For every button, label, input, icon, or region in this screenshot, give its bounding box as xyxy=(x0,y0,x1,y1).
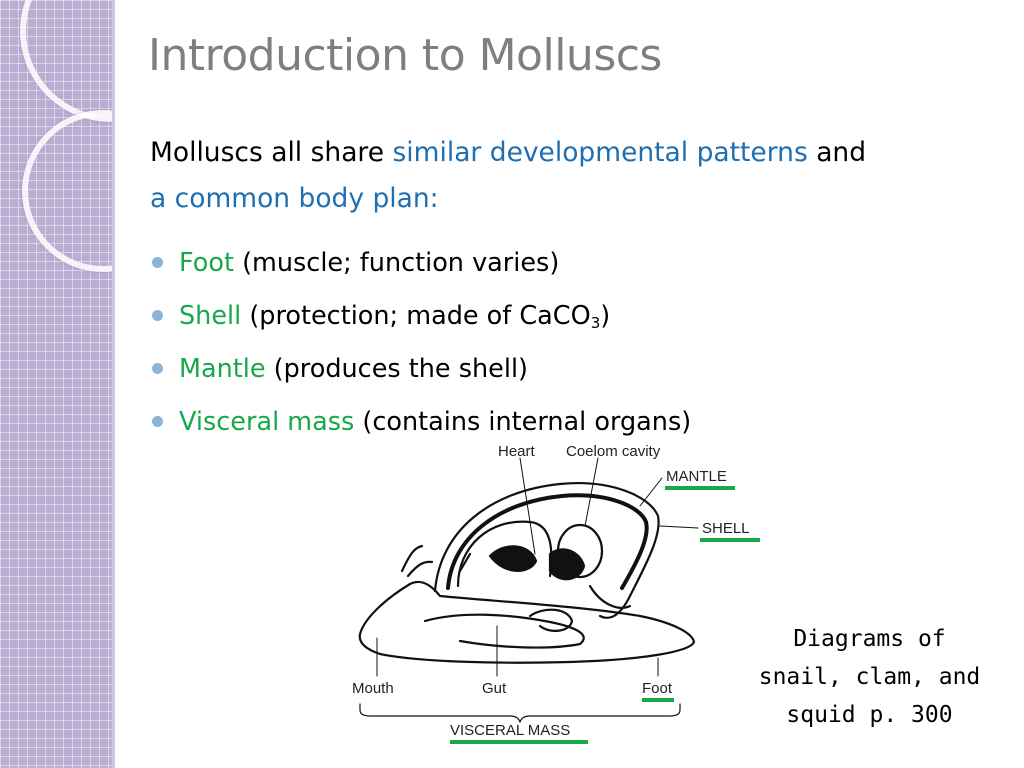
decorative-ring-top xyxy=(20,0,112,122)
desc-mantle: (produces the shell) xyxy=(265,354,528,384)
sidebar-divider xyxy=(112,0,115,768)
desc-shell: (protection; made of CaCO xyxy=(241,301,591,331)
intro-text-2: and xyxy=(807,137,867,168)
label-gut: Gut xyxy=(482,680,507,697)
term-shell: Shell xyxy=(179,301,242,331)
slide-title: Introduction to Molluscs xyxy=(148,30,662,81)
subscript-3: 3 xyxy=(590,314,601,332)
label-foot: Foot xyxy=(642,680,673,697)
bullet-icon xyxy=(152,363,163,374)
desc-shell-tail: ) xyxy=(600,301,611,331)
bullet-icon xyxy=(152,257,163,268)
caption-line-2: snail, clam, and xyxy=(758,664,981,690)
term-visceral-mass: Visceral mass xyxy=(179,407,355,437)
snail-drawing xyxy=(358,457,699,723)
list-item-foot: Foot (muscle; function varies) xyxy=(152,240,691,293)
label-coelom-cavity: Coelom cavity xyxy=(566,443,661,460)
desc-foot: (muscle; function varies) xyxy=(233,248,560,278)
label-mantle: MANTLE xyxy=(666,468,727,485)
list-item-visceral-mass: Visceral mass (contains internal organs) xyxy=(152,399,691,452)
list-item-mantle: Mantle (produces the shell) xyxy=(152,346,691,399)
intro-text-1: Molluscs all share xyxy=(150,137,393,168)
decorative-sidebar xyxy=(0,0,112,768)
snail-anatomy-diagram: Heart Coelom cavity MANTLE SHELL Mouth G… xyxy=(352,443,760,744)
intro-paragraph: Molluscs all share similar developmental… xyxy=(150,130,1020,222)
bullet-icon xyxy=(152,416,163,427)
decorative-ring-bottom xyxy=(22,110,112,272)
caption-line-1: Diagrams of xyxy=(793,626,946,652)
intro-highlight-2: a common body plan: xyxy=(150,183,439,214)
label-visceral-mass: VISCERAL MASS xyxy=(450,722,570,739)
bullet-icon xyxy=(152,310,163,321)
caption-line-3: squid p. 300 xyxy=(786,702,953,728)
shell-underline xyxy=(700,538,760,542)
visceral-mass-underline xyxy=(450,740,588,744)
term-foot: Foot xyxy=(179,248,234,278)
intro-highlight-1: similar developmental patterns xyxy=(392,137,808,168)
body-plan-list: Foot (muscle; function varies) Shell (pr… xyxy=(152,240,691,452)
label-mouth: Mouth xyxy=(352,680,394,697)
list-item-shell: Shell (protection; made of CaCO3) xyxy=(152,293,691,346)
label-heart: Heart xyxy=(498,443,536,460)
term-mantle: Mantle xyxy=(179,354,266,384)
mantle-underline xyxy=(665,486,735,490)
diagram-caption: Diagrams of snail, clam, and squid p. 30… xyxy=(752,620,987,734)
desc-visceral-mass: (contains internal organs) xyxy=(354,407,692,437)
foot-underline xyxy=(642,698,674,702)
label-shell: SHELL xyxy=(702,520,750,537)
